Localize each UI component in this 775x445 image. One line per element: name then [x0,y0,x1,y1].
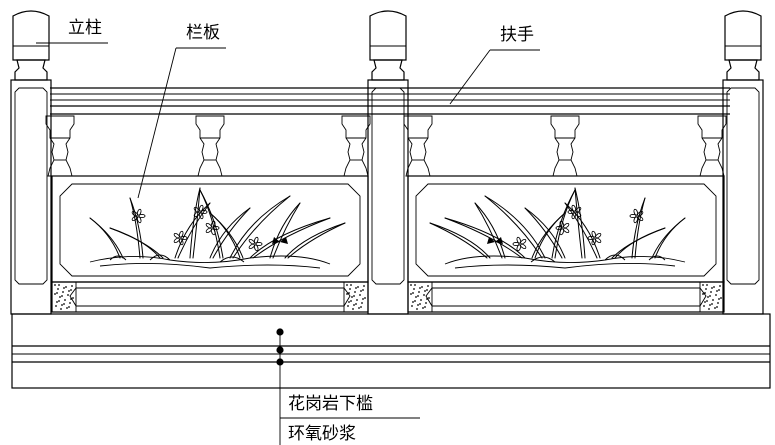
handrail [50,87,730,115]
baluster [697,115,727,177]
baluster [550,115,580,177]
label-base-stone: 花岗岩下槛 [288,394,373,414]
corner-block [343,281,369,313]
post [367,10,409,315]
post [722,10,764,315]
baluster [341,115,371,177]
panel-left [51,175,369,313]
label-handrail: 扶手 [500,25,534,45]
corner-block [407,281,433,313]
panel-corner-textures [51,281,725,313]
label-post: 立柱 [68,18,102,38]
label-mortar: 环氧砂浆 [288,424,356,444]
base-sill [11,313,771,389]
label-panel: 栏板 [186,23,220,43]
panel-right [407,175,725,313]
corner-block [51,281,77,313]
corner-block [699,281,725,313]
orchid-carving-group [89,187,686,269]
baluster [195,115,225,177]
leader-lines [36,42,540,445]
baluster [45,115,75,177]
orchid-carving [429,187,686,269]
orchid-carving [89,187,346,269]
baluster-group [45,115,727,177]
post-group [10,10,764,315]
post [10,10,52,315]
